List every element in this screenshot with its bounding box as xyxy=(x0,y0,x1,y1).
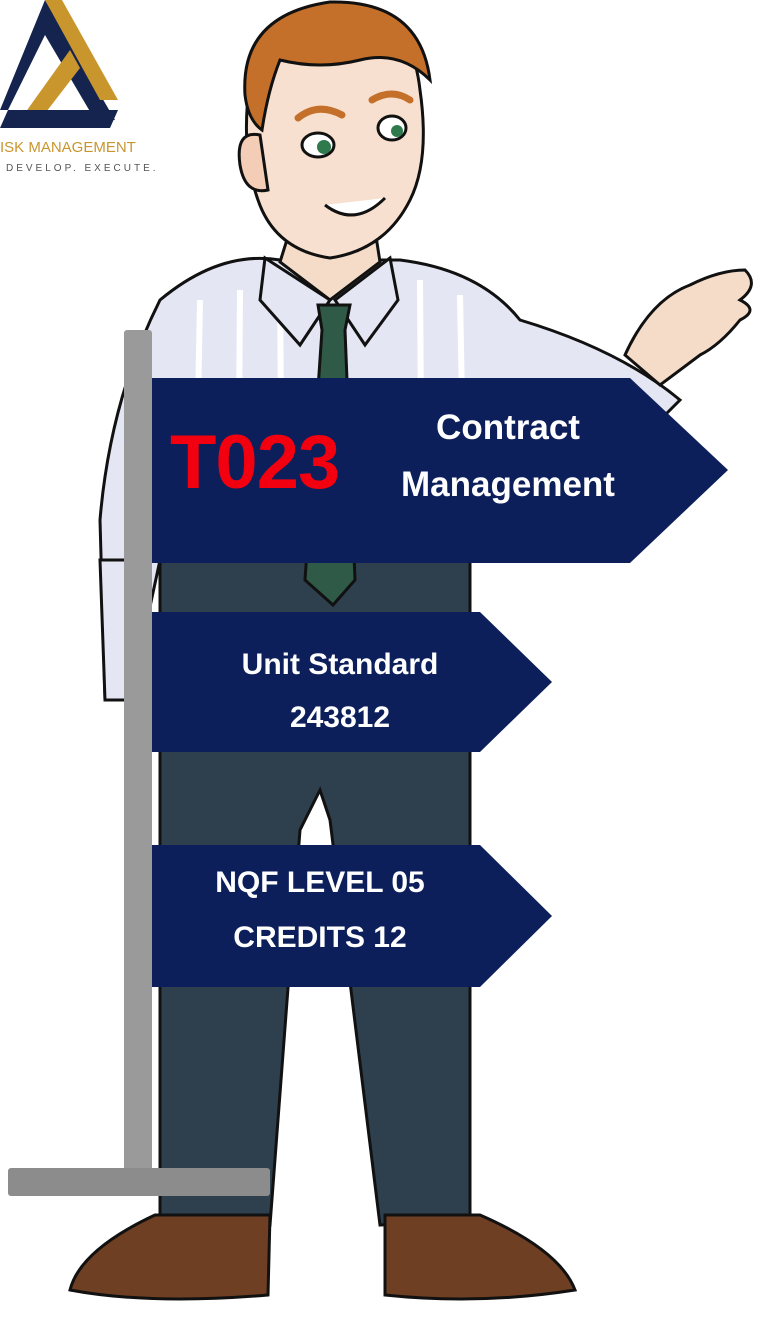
sign-middle-board xyxy=(152,612,552,752)
unit-standard-label: Unit Standard xyxy=(241,648,439,681)
course-code: T023 xyxy=(170,420,340,505)
sign-top-board xyxy=(152,378,728,563)
course-title-line1: Contract xyxy=(436,408,580,447)
company-logo-icon xyxy=(0,0,118,128)
company-tagline: DEVELOP. EXECUTE. xyxy=(6,163,159,174)
credits: CREDITS 12 xyxy=(233,921,407,954)
course-title-line2: Management xyxy=(401,465,615,504)
unit-standard-number: 243812 xyxy=(289,701,391,734)
company-name: ISK MANAGEMENT xyxy=(0,139,136,156)
signpost-pole xyxy=(124,330,152,1175)
nqf-level: NQF LEVEL 05 xyxy=(215,866,425,899)
signpost-base xyxy=(8,1168,270,1196)
sign-bottom-board xyxy=(152,845,552,987)
